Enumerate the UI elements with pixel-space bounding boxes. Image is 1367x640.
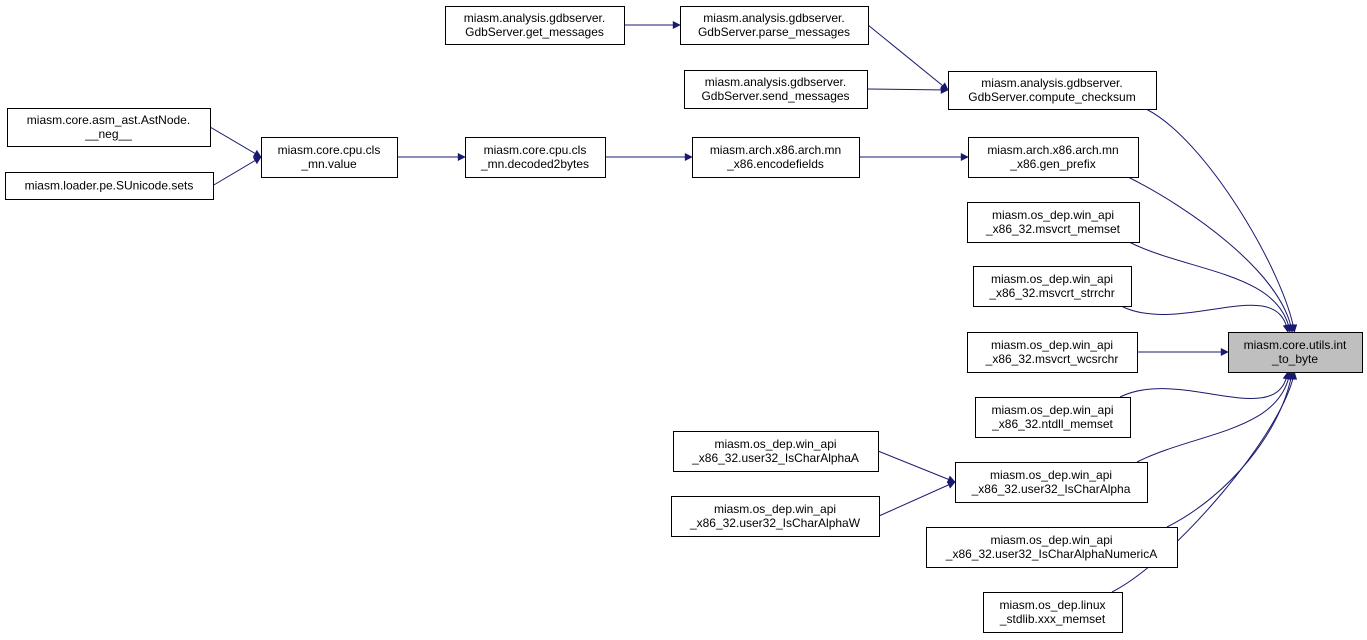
node-label-line: miasm.os_dep.win_api [991,403,1113,417]
node-ntdll_memset[interactable]: miasm.os_dep.win_api_x86_32.ntdll_memset [975,397,1131,438]
edge-sets-to-value [212,156,262,186]
node-box [983,592,1123,633]
node-label-line: miasm.core.utils.int [1244,338,1347,352]
node-label-line: miasm.core.cpu.cls [484,143,587,157]
node-box [465,137,606,178]
node-IsCharAlphaW[interactable]: miasm.os_dep.win_api_x86_32.user32_IsCha… [671,496,880,537]
node-msvcrt_wcsrchr[interactable]: miasm.os_dep.win_api_x86_32.msvcrt_wcsrc… [967,332,1138,373]
node-box [7,108,211,147]
edge-IsCharAlphaW-to-IsCharAlpha [878,481,956,517]
node-box [684,70,868,109]
node-int_to_byte[interactable]: miasm.core.utils.int_to_byte [1228,332,1363,373]
node-label-line: _x86_32.user32_IsCharAlpha [971,482,1131,496]
node-label-line: _x86_32.user32_IsCharAlphaW [689,516,861,530]
node-label-line: _x86.encodefields [726,157,824,171]
node-label-line: _x86_32.ntdll_memset [991,417,1113,431]
node-label-line: _x86.gen_prefix [1009,157,1095,171]
edge-msvcrt_strrchr-to-int_to_byte [1120,304,1291,333]
node-label-line: miasm.arch.x86.arch.mn [987,143,1118,157]
node-label-line: _mn.value [300,157,357,171]
node-box [968,137,1139,178]
edge-parse_messages-to-compute_checksum [867,24,949,91]
edge-xxx_memset-to-int_to_byte [1111,371,1298,593]
node-label-line: _x86_32.msvcrt_memset [985,222,1121,236]
node-label-line: _x86_32.user32_IsCharAlphaA [691,451,859,465]
node-decoded2bytes[interactable]: miasm.core.cpu.cls_mn.decoded2bytes [465,137,606,178]
node-label-line: GdbServer.get_messages [465,25,604,39]
node-msvcrt_strrchr[interactable]: miasm.os_dep.win_api_x86_32.msvcrt_strrc… [973,266,1132,307]
node-box [1228,332,1363,373]
node-label-line: _stdlib.xxx_memset [999,612,1106,626]
edge-IsCharAlphaA-to-IsCharAlpha [877,450,956,484]
node-label-line: miasm.os_dep.win_api [990,533,1112,547]
node-xxx_memset[interactable]: miasm.os_dep.linux_stdlib.xxx_memset [983,592,1123,633]
nodes: miasm.analysis.gdbserver.GdbServer.get_m… [5,6,1363,633]
node-IsCharAlpha[interactable]: miasm.os_dep.win_api_x86_32.user32_IsCha… [955,462,1148,503]
node-neg[interactable]: miasm.core.asm_ast.AstNode.__neg__ [7,108,211,147]
node-IsCharAlphaNumericA[interactable]: miasm.os_dep.win_api_x86_32.user32_IsCha… [926,527,1178,568]
node-label-line: miasm.os_dep.win_api [714,437,836,451]
node-box [261,137,398,178]
node-box [680,6,869,45]
node-compute_checksum[interactable]: miasm.analysis.gdbserver.GdbServer.compu… [948,71,1157,110]
node-parse_messages[interactable]: miasm.analysis.gdbserver.GdbServer.parse… [680,6,869,45]
node-label-line: miasm.analysis.gdbserver. [703,11,844,25]
node-label-line: _to_byte [1271,352,1318,366]
node-label-line: miasm.core.cpu.cls [278,143,381,157]
edge-msvcrt_memset-to-int_to_byte [1128,241,1293,333]
node-box [445,6,625,45]
node-value[interactable]: miasm.core.cpu.cls_mn.value [261,137,398,178]
edge-IsCharAlpha-to-int_to_byte [1136,371,1293,463]
node-label-line: GdbServer.compute_checksum [968,90,1135,104]
node-label-line: _x86_32.msvcrt_wcsrchr [985,352,1119,366]
node-box [948,71,1157,110]
node-box [673,431,879,472]
node-label-line: miasm.os_dep.win_api [990,468,1112,482]
node-IsCharAlphaA[interactable]: miasm.os_dep.win_api_x86_32.user32_IsCha… [673,431,879,472]
node-label-line: _mn.decoded2bytes [480,157,589,171]
edge-compute_checksum-to-int_to_byte [1145,108,1298,333]
edge-neg-to-value [209,126,262,158]
node-msvcrt_memset[interactable]: miasm.os_dep.win_api_x86_32.msvcrt_memse… [967,202,1140,243]
node-label-line: _x86_32.msvcrt_strrchr [988,286,1114,300]
node-box [926,527,1178,568]
node-box [975,397,1131,438]
node-box [967,332,1138,373]
node-label-line: _x86_32.user32_IsCharAlphaNumericA [945,547,1157,561]
node-gen_prefix[interactable]: miasm.arch.x86.arch.mn_x86.gen_prefix [968,137,1139,178]
node-label-line: miasm.os_dep.win_api [714,502,836,516]
node-encodefields[interactable]: miasm.arch.x86.arch.mn_x86.encodefields [692,137,860,178]
node-label-line: miasm.os_dep.win_api [991,272,1113,286]
node-label-line: miasm.arch.x86.arch.mn [710,143,841,157]
node-label-line: miasm.analysis.gdbserver. [981,76,1122,90]
node-get_messages[interactable]: miasm.analysis.gdbserver.GdbServer.get_m… [445,6,625,45]
node-label-line: miasm.os_dep.linux [999,598,1105,612]
node-label-line: miasm.loader.pe.SUnicode.sets [25,179,194,193]
node-box [973,266,1132,307]
edges [209,21,1298,593]
node-label-line: miasm.core.asm_ast.AstNode. [27,113,190,127]
node-label-line: miasm.os_dep.win_api [991,338,1113,352]
edge-send_messages-to-compute_checksum [866,85,949,94]
node-label-line: miasm.os_dep.win_api [992,208,1114,222]
node-box [955,462,1148,503]
edge-gen_prefix-to-int_to_byte [1127,176,1295,333]
node-label-line: GdbServer.send_messages [701,89,849,103]
edge-ntdll_memset-to-int_to_byte [1119,371,1291,399]
node-label-line: miasm.analysis.gdbserver. [464,11,605,25]
node-box [692,137,860,178]
node-box [671,496,880,537]
node-label-line: miasm.analysis.gdbserver. [705,75,846,89]
node-sets[interactable]: miasm.loader.pe.SUnicode.sets [5,172,214,200]
node-label-line: GdbServer.parse_messages [698,25,850,39]
edge-IsCharAlphaNumericA-to-int_to_byte [1166,371,1295,528]
node-box [967,202,1140,243]
node-box [5,172,214,200]
node-label-line: __neg__ [84,127,132,141]
node-send_messages[interactable]: miasm.analysis.gdbserver.GdbServer.send_… [684,70,868,109]
